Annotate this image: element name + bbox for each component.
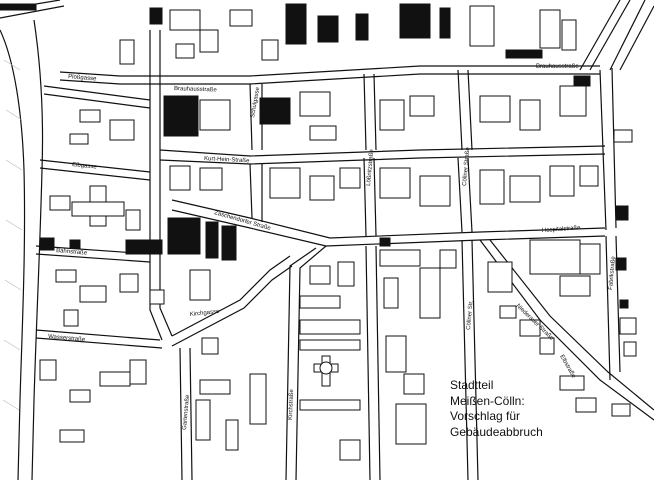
church-building <box>313 355 339 387</box>
label-kirchgasse: Kirchgasse <box>190 309 221 318</box>
label-elbgasse: Elbgasse <box>72 162 98 171</box>
label-kurt-hein-strasse: Kurt-Hein-Straße <box>204 156 250 164</box>
label-schulgasse-west: Bahnstraße <box>56 248 88 257</box>
caption-line-4: Gebäudeabbruch <box>450 424 543 439</box>
label-brauhausstrasse-north: Brauhausstraße <box>174 86 218 94</box>
label-hospitalstrasse: Hospitalstraße <box>542 225 582 234</box>
label-fabrikstrasse: Fabrikstraße <box>608 255 617 290</box>
label-loessnitzstrasse: Lößnitzstraße <box>366 148 375 186</box>
label-wasserstrasse: Wasserstraße <box>48 334 86 343</box>
label-plossgasse: Ploßgasse <box>68 74 97 83</box>
label-schulgasse: Schulgasse <box>250 86 261 118</box>
label-brauhausstrasse-east: Brauhausstraße <box>536 64 579 70</box>
label-cottaer-strasse-south: Cöllner Str. <box>466 300 475 330</box>
label-kirchstrasse-vert: Kirchstraße <box>288 389 295 421</box>
river-elbe <box>0 0 65 480</box>
caption-line-1: Stadtteil <box>450 378 494 392</box>
label-cottaer-strasse-north: Cöllner Straße <box>462 146 471 186</box>
caption-line-2: Meißen-Cölln: <box>450 393 525 408</box>
dark-buildings <box>39 3 629 309</box>
map-caption: Stadtteil Meißen-Cölln: Vorschlag für Ge… <box>450 378 590 440</box>
label-gartenstrasse: Gartenstraße <box>182 394 191 430</box>
caption-line-3: Vorschlag für <box>450 409 521 423</box>
buildings <box>39 5 637 461</box>
